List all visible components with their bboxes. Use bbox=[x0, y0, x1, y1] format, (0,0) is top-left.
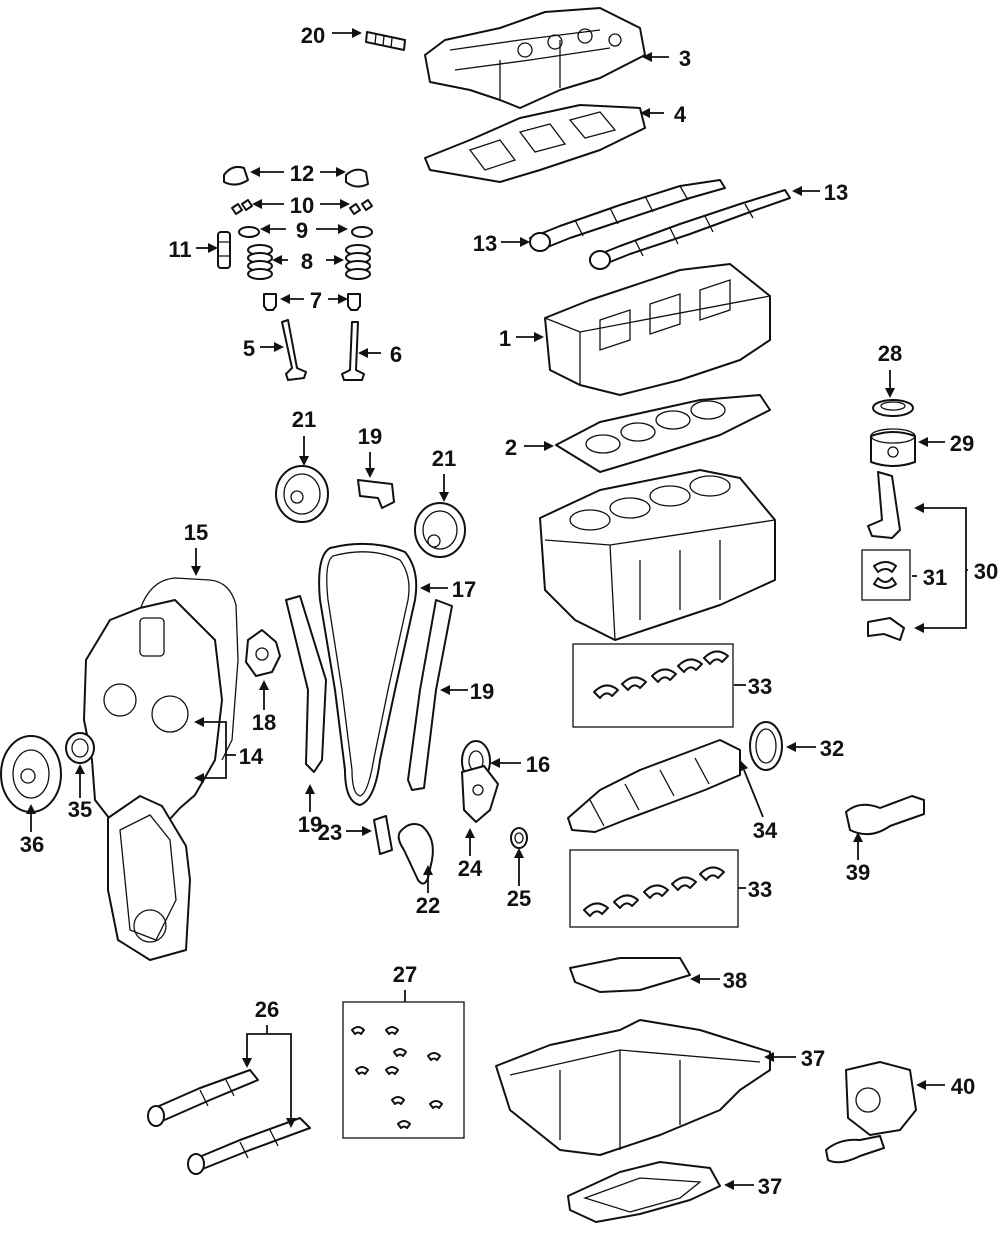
callout-10: 10 bbox=[290, 193, 314, 218]
callout-7: 7 bbox=[310, 288, 322, 313]
callout-37-upper: 37 bbox=[801, 1046, 825, 1071]
callout-32: 32 bbox=[820, 736, 844, 761]
part-29-piston bbox=[870, 428, 916, 467]
engine-block bbox=[539, 469, 776, 641]
part-28-piston-rings bbox=[872, 399, 914, 417]
part-5-intake-valve bbox=[281, 319, 307, 381]
callout-23: 23 bbox=[318, 820, 342, 845]
callout-25: 25 bbox=[507, 886, 531, 911]
callout-2: 2 bbox=[505, 435, 517, 460]
part-4-gasket bbox=[424, 104, 646, 183]
callout-37-lower: 37 bbox=[758, 1174, 782, 1199]
part-9-spring-retainers bbox=[238, 226, 373, 238]
part-38-oil-baffle bbox=[569, 957, 691, 993]
callout-33-upper: 33 bbox=[748, 674, 772, 699]
part-37-oil-pan-upper bbox=[495, 1019, 771, 1156]
callout-19-top: 19 bbox=[358, 424, 382, 449]
part-32-rear-main-seal bbox=[749, 721, 783, 771]
callout-5: 5 bbox=[243, 336, 255, 361]
part-11-lash-adjuster bbox=[217, 231, 231, 269]
callout-39: 39 bbox=[846, 860, 870, 885]
part-21-cam-phaser-left bbox=[275, 465, 329, 523]
callout-28: 28 bbox=[878, 341, 902, 366]
part-3-valve-cover bbox=[424, 7, 646, 109]
callout-11: 11 bbox=[168, 237, 191, 262]
part-35-front-seal bbox=[65, 732, 95, 764]
part-7-valve-seals bbox=[263, 293, 361, 311]
part-24-oil-pump-tensioner bbox=[461, 765, 499, 823]
part-23-chain-tensioner bbox=[373, 815, 393, 855]
callout-6: 6 bbox=[390, 342, 402, 367]
callout-22: 22 bbox=[416, 893, 440, 918]
part-34-crankshaft bbox=[567, 739, 741, 833]
callout-19-right: 19 bbox=[470, 679, 494, 704]
callout-26: 26 bbox=[255, 997, 279, 1022]
callout-29: 29 bbox=[950, 431, 974, 456]
part-27-cam-bearings bbox=[342, 1001, 465, 1139]
callout-36: 36 bbox=[20, 832, 44, 857]
callout-labels: 20 3 4 12 10 9 11 8 7 5 6 13 13 1 28 29 … bbox=[20, 23, 998, 1199]
callout-20: 20 bbox=[301, 23, 325, 48]
callout-18: 18 bbox=[252, 710, 276, 735]
callout-17: 17 bbox=[452, 577, 476, 602]
part-21-cam-phaser-right bbox=[414, 502, 466, 558]
leader-lines bbox=[26, 28, 968, 1190]
callout-1: 1 bbox=[499, 326, 511, 351]
part-1-cylinder-head bbox=[544, 263, 771, 396]
callout-34: 34 bbox=[753, 818, 778, 843]
callout-9: 9 bbox=[296, 218, 308, 243]
part-26-balance-shafts bbox=[147, 1069, 311, 1175]
callout-15: 15 bbox=[184, 520, 208, 545]
callout-16: 16 bbox=[526, 752, 550, 777]
part-17-timing-chain bbox=[318, 542, 418, 806]
part-25-sprocket bbox=[510, 827, 528, 849]
part-2-head-gasket bbox=[555, 394, 771, 473]
callout-21-right: 21 bbox=[432, 446, 456, 471]
callout-30: 30 bbox=[974, 559, 998, 584]
part-6-exhaust-valve bbox=[341, 321, 365, 381]
callout-40: 40 bbox=[951, 1074, 975, 1099]
part-36-harmonic-balancer bbox=[0, 735, 62, 813]
callout-8: 8 bbox=[301, 249, 313, 274]
part-33-main-bearings-upper bbox=[572, 643, 734, 728]
part-13-camshafts bbox=[529, 179, 791, 270]
part-31-rod-bearings bbox=[861, 549, 911, 601]
part-18-tensioner bbox=[245, 629, 281, 677]
callout-33-lower: 33 bbox=[748, 877, 772, 902]
callout-12: 12 bbox=[290, 161, 314, 186]
part-19-right-chain-guide bbox=[407, 599, 453, 791]
callout-31: 31 bbox=[923, 565, 947, 590]
part-40-oil-pump bbox=[825, 1061, 917, 1164]
part-39-oil-pickup bbox=[845, 795, 925, 836]
part-30-connecting-rod bbox=[867, 471, 905, 641]
part-20-spark-plug bbox=[365, 31, 406, 51]
callout-3: 3 bbox=[679, 46, 691, 71]
callout-19-left: 19 bbox=[298, 812, 322, 837]
callout-4: 4 bbox=[674, 102, 687, 127]
part-14-lower-cover bbox=[107, 795, 191, 961]
part-33-main-bearings-lower bbox=[569, 849, 739, 928]
part-12-rocker-arms bbox=[223, 165, 369, 188]
callout-38: 38 bbox=[723, 968, 747, 993]
part-10-valve-keepers bbox=[231, 199, 373, 215]
callout-13-left: 13 bbox=[473, 231, 497, 256]
part-37-oil-pan-lower bbox=[567, 1161, 721, 1223]
callout-27: 27 bbox=[393, 962, 417, 987]
part-19-upper-chain-guide bbox=[357, 479, 395, 509]
callout-35: 35 bbox=[68, 797, 92, 822]
part-8-valve-springs bbox=[247, 244, 371, 280]
part-19-left-chain-guide bbox=[285, 595, 327, 773]
callout-13-right: 13 bbox=[824, 180, 848, 205]
callout-14: 14 bbox=[239, 744, 264, 769]
callout-24: 24 bbox=[458, 856, 483, 881]
callout-21-left: 21 bbox=[292, 407, 316, 432]
